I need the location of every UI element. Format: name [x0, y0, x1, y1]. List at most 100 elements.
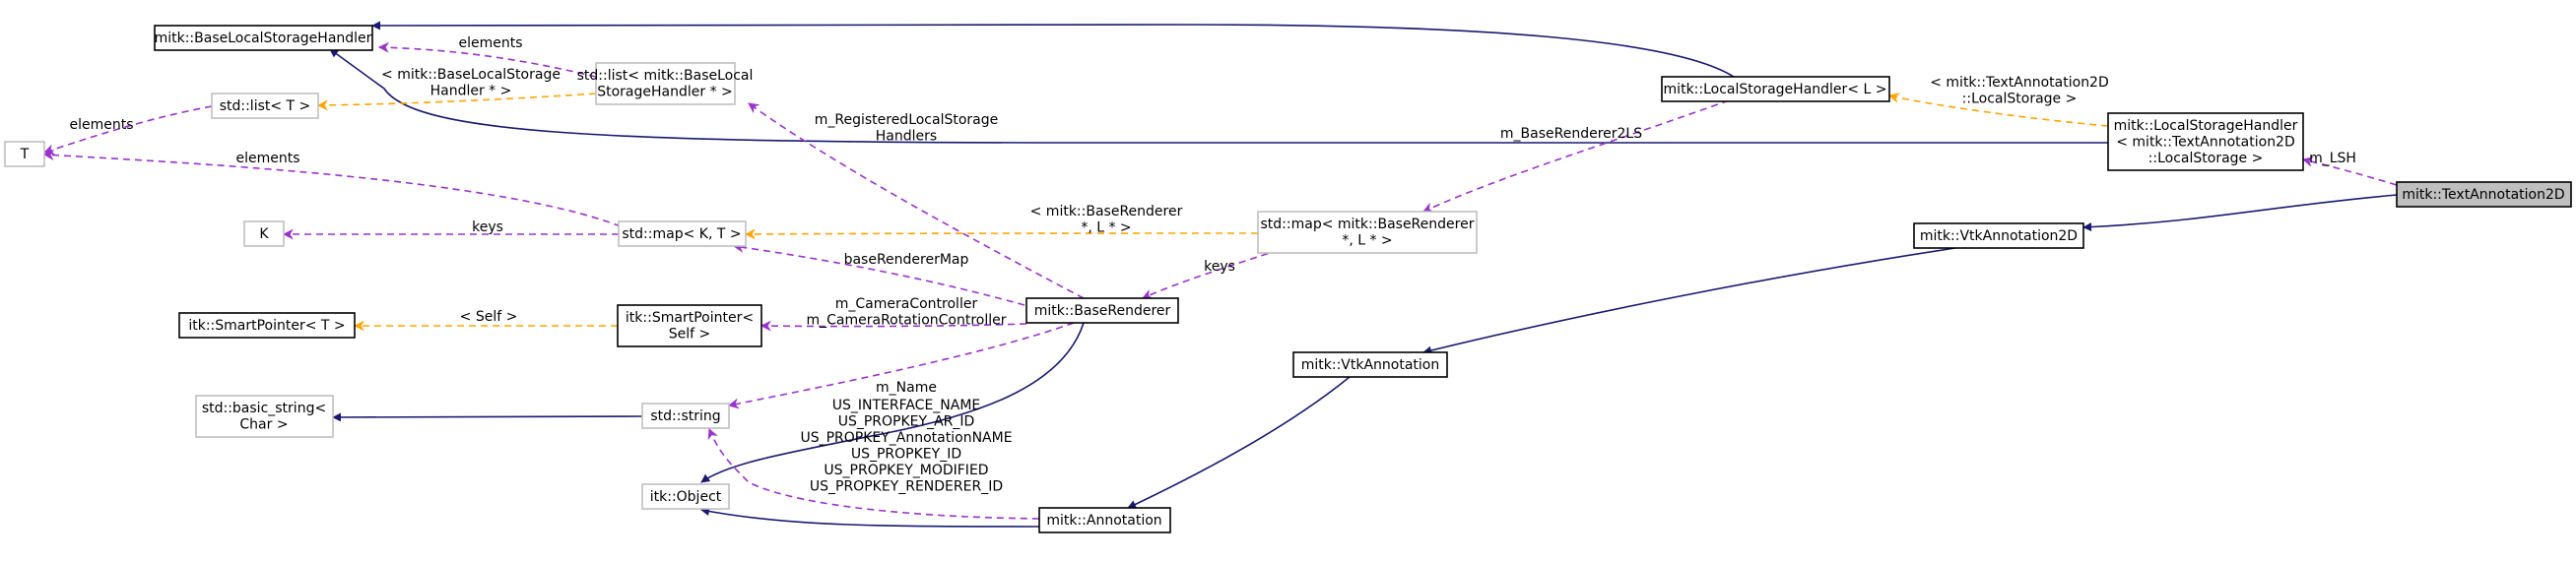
- node-map-base-renderer[interactable]: std::map< mitk::BaseRenderer*, L * >: [1257, 211, 1478, 254]
- label-template-map-renderer: < mitk::BaseRenderer*, L * >: [1030, 204, 1183, 236]
- label-template-self: < Self >: [460, 309, 518, 325]
- svg-text:mitk::Annotation: mitk::Annotation: [1046, 513, 1161, 529]
- text-line: K: [259, 226, 269, 242]
- text-line: *, L * >: [1342, 233, 1392, 249]
- node-itk-object[interactable]: itk::Object: [641, 483, 730, 510]
- text-line: US_PROPKEY_AR_ID: [838, 414, 975, 430]
- text-line: std::list< T >: [220, 98, 311, 114]
- node-base-renderer[interactable]: mitk::BaseRenderer: [1025, 297, 1179, 324]
- svg-text:std::string: std::string: [650, 408, 720, 424]
- node-vtk-annotation[interactable]: mitk::VtkAnnotation: [1292, 351, 1448, 378]
- text-line: T: [20, 147, 30, 162]
- node-text-annotation-2d[interactable]: mitk::TextAnnotation2D: [2396, 181, 2572, 208]
- text-line: ::LocalStorage >: [2148, 151, 2264, 166]
- svg-text:std::map< K, T >: std::map< K, T >: [622, 226, 741, 242]
- edge-basic-string-to-std-string: [332, 412, 643, 422]
- node-annotation[interactable]: mitk::Annotation: [1038, 507, 1171, 533]
- node-local-storage-handler-l[interactable]: mitk::LocalStorageHandler< L >: [1661, 76, 1890, 102]
- edge-base-renderer-to-list-baselsh: [748, 102, 1085, 299]
- svg-text:itk::SmartPointer< T >: itk::SmartPointer< T >: [188, 318, 345, 334]
- nodes: mitk::BaseLocalStorageHandler std::list<…: [4, 25, 2572, 533]
- svg-text:mitk::VtkAnnotation: mitk::VtkAnnotation: [1301, 357, 1440, 373]
- text-line: mitk::Annotation: [1046, 513, 1161, 529]
- edge-map-renderer-to-base-renderer: [1141, 245, 1291, 299]
- text-line: US_PROPKEY_RENDERER_ID: [810, 479, 1003, 495]
- text-line: m_CameraRotationController: [807, 313, 1007, 329]
- edge-base-renderer-to-std-string: [727, 322, 1075, 409]
- text-line: mitk::VtkAnnotation2D: [1920, 228, 2078, 244]
- svg-text:mitk::TextAnnotation2D: mitk::TextAnnotation2D: [2402, 187, 2564, 203]
- node-smart-pointer-t[interactable]: itk::SmartPointer< T >: [178, 312, 356, 339]
- svg-text:mitk::LocalStorageHandler< L >: mitk::LocalStorageHandler< L >: [1664, 82, 1887, 97]
- node-local-storage-handler-text[interactable]: mitk::LocalStorageHandler< mitk::TextAnn…: [2107, 112, 2304, 171]
- text-line: StorageHandler * >: [597, 85, 733, 100]
- text-line: itk::SmartPointer<: [626, 310, 754, 326]
- text-line: *, L * >: [1081, 220, 1131, 236]
- node-map-k-t[interactable]: std::map< K, T >: [618, 220, 747, 247]
- label-keys-map-renderer: keys: [1204, 259, 1235, 275]
- text-line: mitk::VtkAnnotation: [1301, 357, 1440, 373]
- text-line: mitk::TextAnnotation2D: [2402, 187, 2564, 203]
- text-line: mitk::LocalStorageHandler< L >: [1664, 82, 1887, 97]
- label-base-renderer-map: baseRendererMap: [844, 252, 969, 268]
- text-line: < Self >: [460, 309, 518, 325]
- svg-text:mitk::BaseRenderer: mitk::BaseRenderer: [1034, 303, 1171, 319]
- text-line: m_RegisteredLocalStorage: [815, 112, 999, 128]
- svg-text:mitk::BaseLocalStorageHandler: mitk::BaseLocalStorageHandler: [155, 31, 372, 46]
- text-line: itk::Object: [650, 489, 722, 505]
- text-line: US_INTERFACE_NAME: [832, 398, 981, 413]
- edge-base-renderer-to-itk-object: [700, 322, 1085, 483]
- text-line: Char >: [239, 417, 288, 433]
- text-line: mitk::BaseLocalStorageHandler: [155, 31, 372, 46]
- node-basic-string[interactable]: std::basic_string<Char >: [195, 395, 334, 438]
- label-m-lsh: m_LSH: [2309, 151, 2356, 166]
- svg-text:std::map< mitk::BaseRenderer*,: std::map< mitk::BaseRenderer*, L * >: [1261, 217, 1475, 249]
- node-base-local-storage-handler[interactable]: mitk::BaseLocalStorageHandler: [154, 25, 373, 51]
- edge-map-kt-to-t: [42, 150, 622, 227]
- text-line: std::list< mitk::BaseLocal: [577, 68, 754, 84]
- text-line: m_CameraController: [835, 296, 978, 312]
- text-line: US_PROPKEY_MODIFIED: [824, 463, 988, 478]
- edge-lsh-text-to-lsh-l: [1887, 93, 2109, 127]
- edges: [42, 21, 2398, 528]
- node-smart-pointer-self[interactable]: itk::SmartPointer<Self >: [617, 304, 762, 347]
- label-keys-map-kt: keys: [472, 219, 503, 235]
- svg-text:std::basic_string<Char >: std::basic_string<Char >: [202, 401, 326, 433]
- edge-list-t-to-t: [42, 105, 213, 156]
- text-line: m_LSH: [2309, 151, 2356, 166]
- edge-lsh-l-to-base-lsh: [371, 21, 1735, 78]
- text-line: m_Name: [876, 380, 937, 396]
- label-base-renderer-2ls: m_BaseRenderer2LS: [1500, 126, 1642, 142]
- node-vtk-annotation-2d[interactable]: mitk::VtkAnnotation2D: [1913, 222, 2084, 249]
- text-line: Handler * >: [430, 84, 512, 99]
- text-line: itk::SmartPointer< T >: [188, 318, 345, 334]
- node-list-t[interactable]: std::list< T >: [211, 93, 319, 119]
- text-line: m_BaseRenderer2LS: [1500, 126, 1642, 142]
- text-line: < mitk::BaseRenderer: [1030, 204, 1183, 219]
- text-line: ::LocalStorage >: [1962, 92, 2078, 107]
- node-std-string[interactable]: std::string: [641, 403, 730, 429]
- text-line: std::map< K, T >: [622, 226, 741, 242]
- edge-list-baselsh-to-base-lsh: [377, 41, 597, 78]
- text-line: US_PROPKEY_AnnotationNAME: [800, 430, 1012, 446]
- svg-text:T: T: [20, 147, 30, 162]
- text-line: elements: [235, 151, 299, 166]
- text-line: mitk::BaseRenderer: [1034, 303, 1171, 319]
- edge-map-renderer-to-map-kt: [744, 228, 1259, 240]
- svg-text:std::list< T >: std::list< T >: [220, 98, 311, 114]
- edge-text2d-to-vtk2d: [2082, 194, 2398, 232]
- text-line: US_PROPKEY_ID: [851, 447, 961, 463]
- text-line: elements: [458, 35, 522, 51]
- text-line: < mitk::TextAnnotation2D: [1930, 75, 2109, 91]
- node-t[interactable]: T: [4, 141, 45, 167]
- node-k[interactable]: K: [243, 220, 285, 247]
- text-line: < mitk::BaseLocalStorage: [381, 67, 561, 83]
- text-line: elements: [69, 117, 133, 133]
